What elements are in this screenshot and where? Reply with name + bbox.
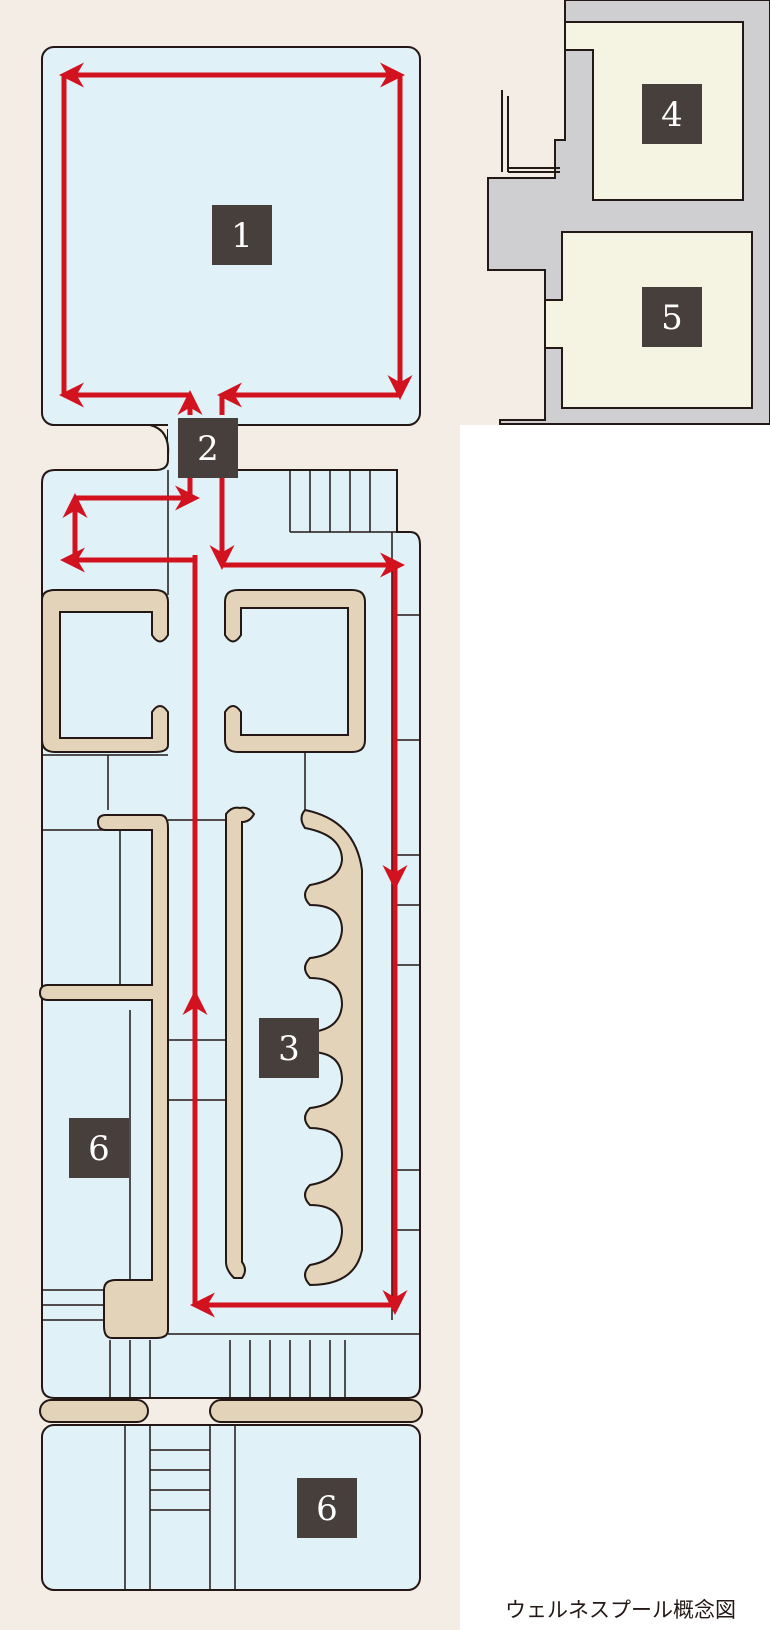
building-stair <box>501 90 560 173</box>
partition-walls <box>38 589 423 1423</box>
zone-label-bg <box>642 287 702 347</box>
lane-lines <box>42 470 420 1590</box>
diagram-caption: ウェルネスプール概念図 <box>505 1598 736 1622</box>
partition-left-room <box>41 589 169 753</box>
zone-label-bg <box>259 1018 319 1078</box>
partition-scalloped <box>300 808 363 1287</box>
zone-label-3: 3 <box>278 1029 300 1069</box>
partition-left-long <box>38 814 169 1339</box>
flow-arrows <box>59 62 413 1318</box>
zone-label-bg <box>297 1478 357 1538</box>
zone-label-bg <box>642 84 702 144</box>
partition-middle-bar <box>225 806 256 1279</box>
zone-label-2: 2 <box>197 429 219 469</box>
zone-label-bg <box>69 1118 129 1178</box>
partition-bottom-right <box>209 1399 423 1423</box>
pool-6-bottom <box>41 1424 421 1591</box>
zone-labels: 1 2 3 4 5 6 6 <box>69 84 702 1538</box>
zone-label-1: 1 <box>231 216 253 256</box>
partition-bottom-left <box>39 1399 149 1423</box>
zone-label-6-bottom: 6 <box>316 1489 338 1529</box>
zone-label-6: 6 <box>88 1129 110 1169</box>
zone-label-5: 5 <box>661 298 683 338</box>
partition-right-room <box>224 589 366 753</box>
zone-label-bg <box>212 205 272 265</box>
zone-label-4: 4 <box>661 95 683 135</box>
zone-label-bg <box>178 418 238 478</box>
